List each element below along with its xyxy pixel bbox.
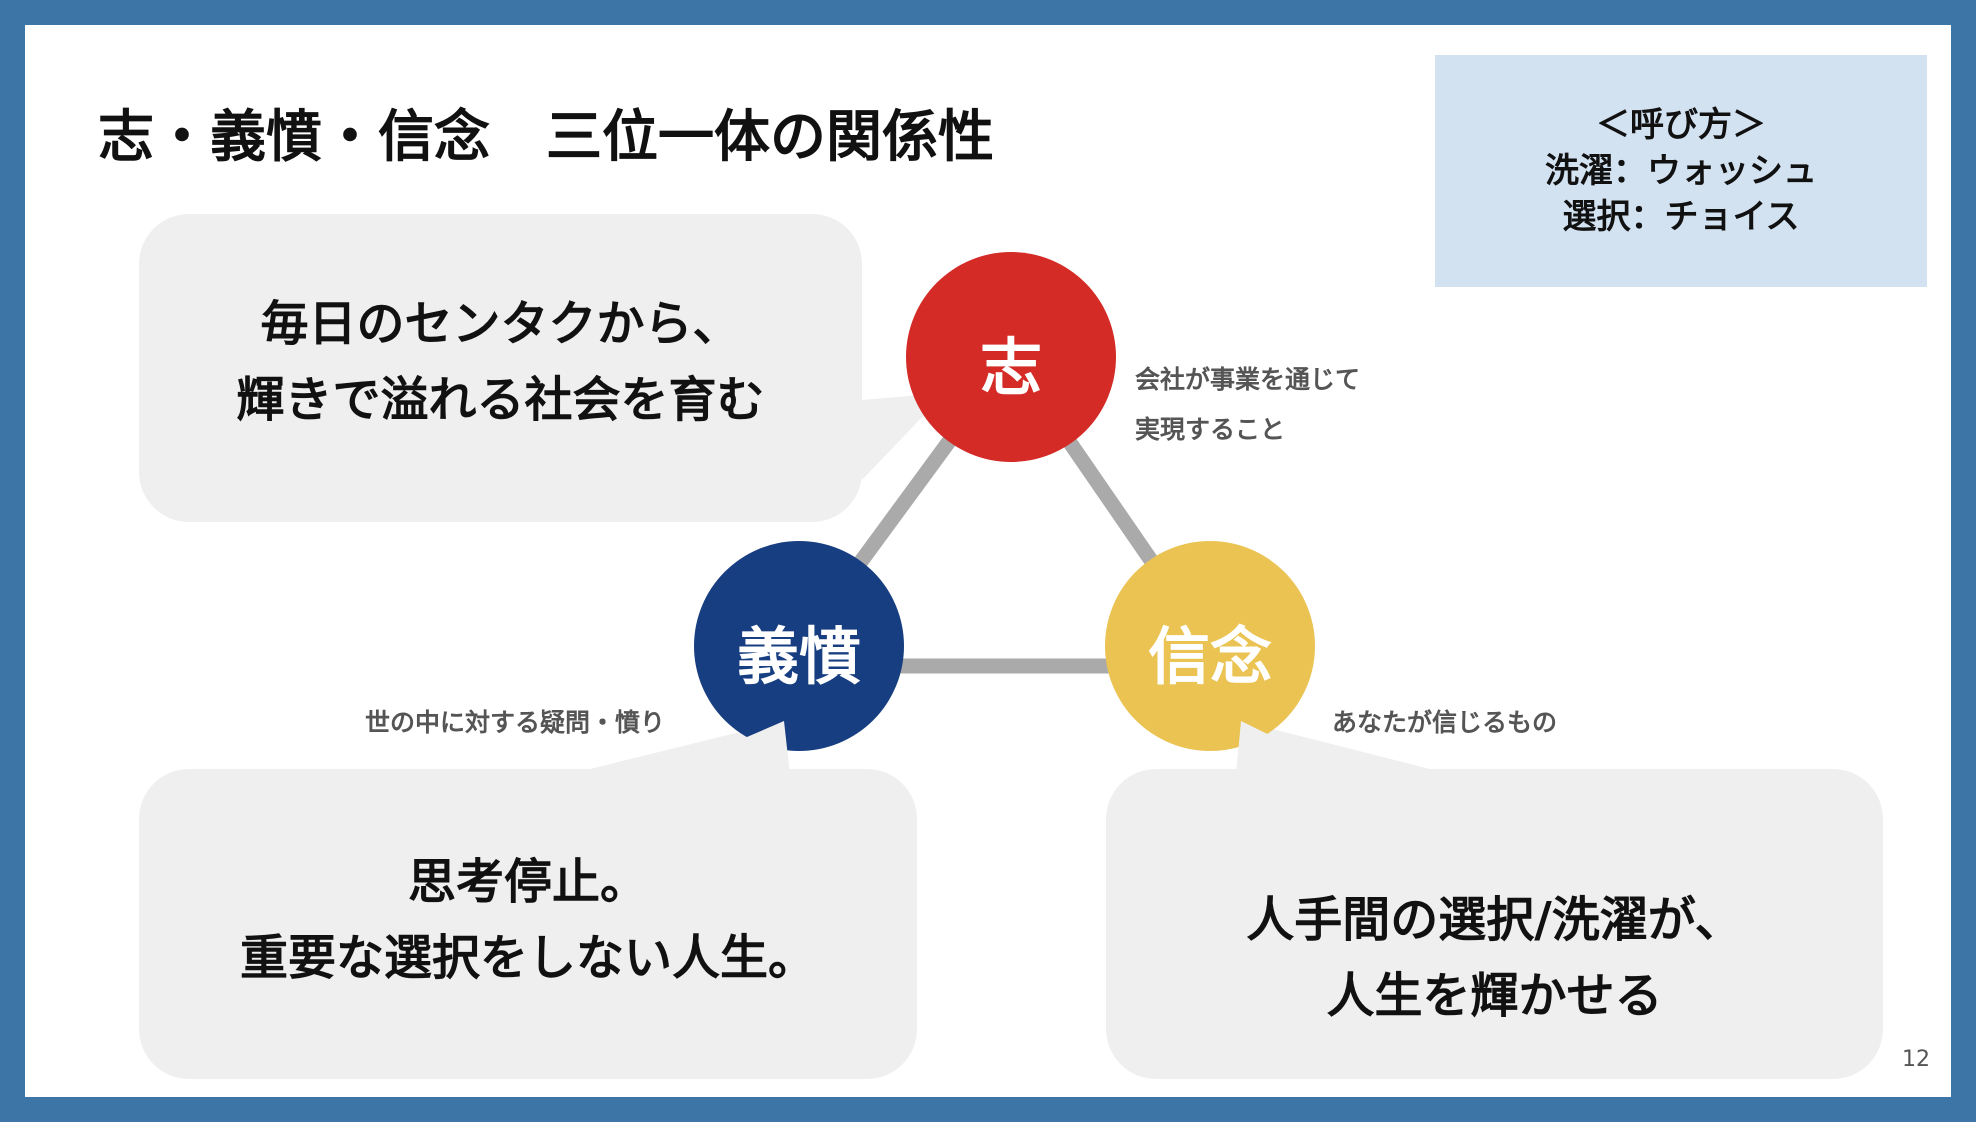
speech-bubble-right	[1106, 769, 1883, 1079]
naming-note: ＜呼び方＞ 洗濯：ウォッシュ 選択：チョイス	[1435, 55, 1927, 287]
note-heading: ＜呼び方＞	[1596, 105, 1766, 145]
circle-shinnen	[1105, 541, 1315, 751]
bubble-line: 毎日のセンタクから、	[260, 296, 741, 352]
description-right: あなたが信じるもの	[1332, 708, 1558, 737]
speech-bubble-top	[139, 214, 862, 522]
bubble-line: 輝きで溢れる社会を育む	[236, 372, 765, 428]
bubble-line: 人手間の選択/洗濯が、	[1246, 892, 1743, 948]
circle-label-right: 信念	[1147, 620, 1272, 693]
note-line: 選択：チョイス	[1562, 197, 1800, 237]
bubble-line: 思考停止。	[407, 854, 648, 910]
bubble-line: 人生を輝かせる	[1326, 968, 1663, 1024]
circle-label-top: 志	[979, 331, 1042, 404]
description-top-line2: 実現すること	[1135, 415, 1286, 444]
bubble-text-top: 毎日のセンタクから、 輝きで溢れる社会を育む	[139, 286, 862, 438]
bubble-line: 重要な選択をしない人生。	[239, 930, 816, 986]
note-line: 洗濯：ウォッシュ	[1545, 151, 1817, 191]
description-left: 世の中に対する疑問・憤り	[365, 708, 666, 737]
circle-kokorozashi	[906, 252, 1116, 462]
page-title: 志・義憤・信念 三位一体の関係性	[98, 105, 994, 170]
bubble-text-left: 思考停止。 重要な選択をしない人生。	[139, 844, 917, 996]
bubble-text-right: 人手間の選択/洗濯が、 人生を輝かせる	[1106, 882, 1883, 1034]
page-number: 12	[1902, 1047, 1930, 1072]
circle-label-left: 義憤	[736, 620, 861, 693]
circle-gifun	[694, 541, 904, 751]
speech-bubble-left	[139, 769, 917, 1079]
description-top-line1: 会社が事業を通じて	[1135, 365, 1361, 394]
